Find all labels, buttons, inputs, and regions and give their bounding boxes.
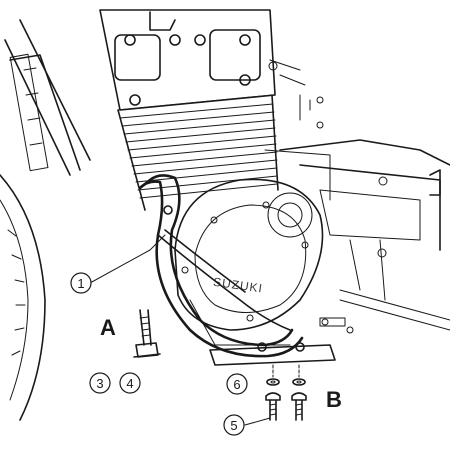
callout-5-text: 5 (230, 418, 237, 433)
callout-4-text: 4 (126, 376, 133, 391)
frame-tube (4, 19, 91, 176)
callout-3-text: 3 (96, 376, 103, 391)
rear-frame (279, 94, 450, 331)
callout-5: 5 (223, 414, 245, 436)
callout-3: 3 (89, 372, 111, 394)
front-tire (0, 174, 46, 421)
engine-guard-bar (138, 174, 305, 358)
callout-1: 1 (70, 272, 92, 294)
label-a: A (100, 315, 116, 340)
washers (266, 364, 306, 386)
brand-label: SUZUKI (212, 275, 263, 296)
leader-lines (89, 234, 271, 426)
screws (265, 392, 307, 421)
crankcase-cover: SUZUKI (174, 149, 331, 346)
callout-4: 4 (119, 372, 141, 394)
cylinder-fins (117, 94, 279, 211)
callout-6-text: 6 (233, 377, 240, 392)
label-b: B (326, 387, 342, 412)
cylinder-head (99, 9, 306, 111)
lower-bracket (209, 317, 354, 366)
callout-1-text: 1 (77, 276, 84, 291)
bolt-a (133, 309, 161, 358)
callout-6: 6 (226, 373, 248, 395)
